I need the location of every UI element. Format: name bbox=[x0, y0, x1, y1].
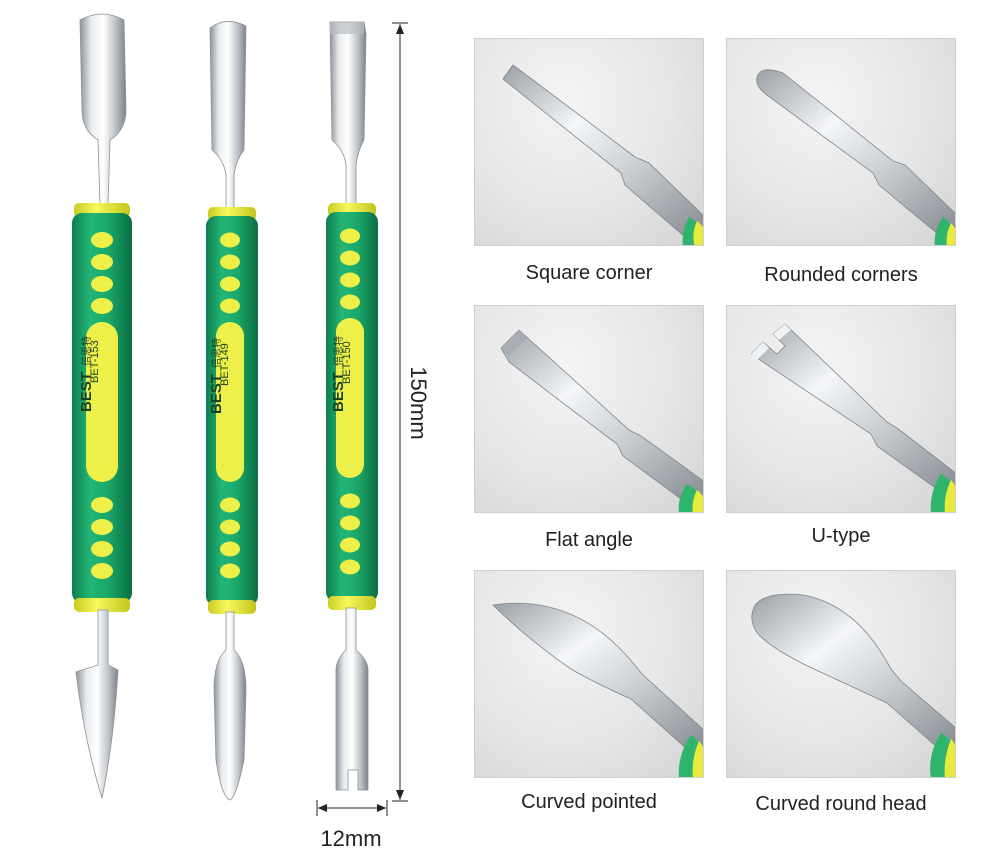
tip-tile-curved-round-head bbox=[726, 570, 956, 778]
curved-pointed-tip-image bbox=[492, 602, 703, 777]
tip-tile-rounded-corners bbox=[726, 38, 956, 246]
rounded-corners-tip-image bbox=[756, 69, 955, 245]
tool-bet-150: BEST 倍思特 BET-150 bbox=[318, 0, 388, 865]
tip-tile-u-type bbox=[726, 305, 956, 513]
tip-caption: Curved pointed bbox=[521, 791, 657, 813]
tip-caption: Curved round head bbox=[755, 793, 927, 815]
tool-bet-149: BEST 倍思特 BET-149 bbox=[196, 0, 266, 865]
u-type-tip-image bbox=[750, 323, 955, 512]
tip-caption: Rounded corners bbox=[764, 264, 918, 286]
tip-caption: U-type bbox=[811, 525, 871, 547]
length-dimension-line bbox=[392, 22, 408, 802]
tip-caption: Flat angle bbox=[545, 529, 633, 551]
flat-angle-tip-image bbox=[500, 329, 703, 512]
length-dimension-label: 150mm bbox=[406, 366, 431, 440]
tool-bet-153: BEST 倍思特 BET-153 bbox=[64, 0, 144, 865]
tip-tile-square-corner bbox=[474, 38, 704, 246]
tool-bet-149-image bbox=[206, 21, 258, 801]
square-corner-tip-image bbox=[502, 64, 703, 245]
tip-tile-flat-angle bbox=[474, 305, 704, 513]
tip-caption: Square corner bbox=[525, 262, 653, 284]
tool-model-label: BET-150 bbox=[341, 341, 353, 384]
tip-tile-curved-pointed bbox=[474, 570, 704, 778]
curved-round-head-tip-image bbox=[751, 593, 955, 777]
tool-bet-150-image bbox=[326, 21, 378, 791]
width-dimension-line bbox=[316, 800, 388, 816]
tool-model-label: BET-153 bbox=[89, 340, 101, 383]
tool-bet-153-image bbox=[72, 13, 132, 799]
tool-model-label: BET-149 bbox=[219, 343, 231, 386]
width-dimension-label: 12mm bbox=[320, 826, 382, 851]
